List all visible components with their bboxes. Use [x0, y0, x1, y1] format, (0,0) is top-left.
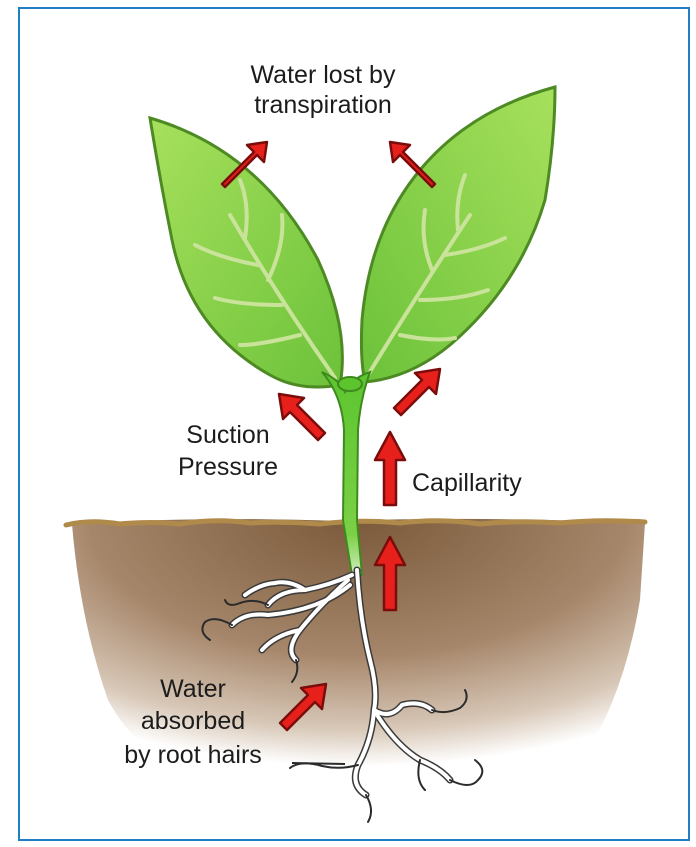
capillarity-arrow-upper	[375, 432, 405, 505]
label-capillarity: Capillarity	[412, 468, 522, 498]
label-transpiration-line2: transpiration	[218, 90, 428, 120]
absorbed-pointer-line	[292, 763, 345, 764]
label-suction-line2: Pressure	[158, 452, 298, 482]
label-absorbed-line2: absorbed	[98, 706, 288, 736]
right-leaf	[361, 87, 555, 382]
suction-arrow-right	[394, 369, 440, 415]
stem-node	[338, 377, 362, 391]
label-transpiration-line1: Water lost by	[218, 60, 428, 90]
label-absorbed-line3: by root hairs	[98, 740, 288, 770]
label-absorbed-line1: Water	[98, 674, 288, 704]
label-suction-line1: Suction	[158, 420, 298, 450]
